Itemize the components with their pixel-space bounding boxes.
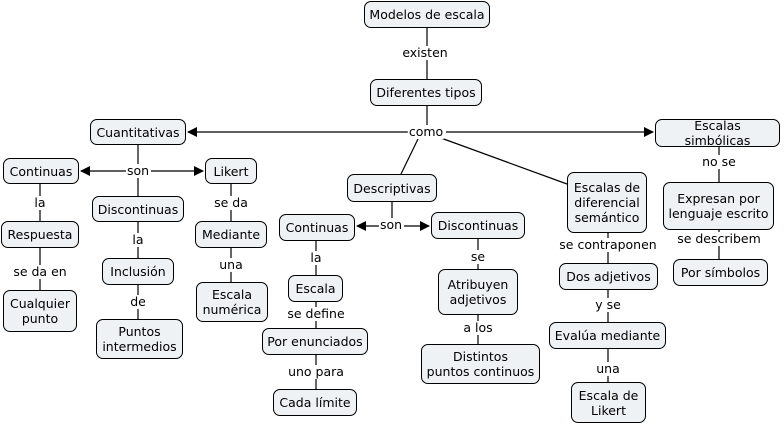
link-label-existen: existen bbox=[401, 45, 449, 60]
node-escala-numerica[interactable]: Escala numérica bbox=[196, 282, 268, 322]
node-evalua-mediante[interactable]: Evalúa mediante bbox=[549, 322, 666, 349]
node-diferentes-tipos[interactable]: Diferentes tipos bbox=[370, 79, 482, 106]
link-label-a-los: a los bbox=[462, 320, 494, 335]
link-label-se-contraponen: se contraponen bbox=[558, 237, 658, 252]
node-atribuyen-adjetivos[interactable]: Atribuyen adjetivos bbox=[438, 269, 518, 315]
node-respuesta[interactable]: Respuesta bbox=[1, 221, 79, 248]
link-label-no-se: no se bbox=[701, 154, 737, 169]
link-label-uno-para: uno para bbox=[287, 364, 345, 379]
link-label-son: son bbox=[378, 217, 404, 232]
link-label-la: la bbox=[309, 250, 323, 265]
link-como-descriptivas bbox=[400, 138, 419, 175]
link-como-diferencial bbox=[440, 137, 568, 185]
link-label-se-da-en: se da en bbox=[12, 264, 68, 279]
link-label-la: la bbox=[131, 232, 145, 247]
node-discontinuas-cuantitativas[interactable]: Discontinuas bbox=[92, 196, 184, 222]
node-escalas-simbolicas[interactable]: Escalas simbólicas bbox=[655, 118, 780, 148]
node-modelos-de-escala[interactable]: Modelos de escala bbox=[364, 1, 490, 28]
link-label-se-define: se define bbox=[286, 306, 346, 321]
link-label-son: son bbox=[125, 163, 151, 178]
node-cuantitativas[interactable]: Cuantitativas bbox=[90, 119, 186, 145]
node-escalas-diferencial-semantico[interactable]: Escalas de diferencial semántico bbox=[567, 172, 647, 233]
node-escala-de-likert[interactable]: Escala de Likert bbox=[571, 382, 646, 423]
link-label-se-da: se da bbox=[213, 195, 249, 210]
node-cualquier-punto[interactable]: Cualquier punto bbox=[3, 290, 77, 332]
node-descriptivas[interactable]: Descriptivas bbox=[347, 174, 437, 202]
link-label-la: la bbox=[33, 195, 47, 210]
node-puntos-intermedios[interactable]: Puntos intermedios bbox=[96, 319, 183, 359]
node-escala[interactable]: Escala bbox=[288, 275, 343, 302]
node-inclusion[interactable]: Inclusión bbox=[102, 258, 174, 285]
node-likert[interactable]: Likert bbox=[205, 158, 257, 184]
link-label-como: como bbox=[407, 124, 445, 139]
node-distintos-puntos-continuos[interactable]: Distintos puntos continuos bbox=[421, 344, 540, 384]
link-label-se: se bbox=[469, 249, 487, 264]
link-label-una: una bbox=[218, 257, 244, 272]
link-label-una: una bbox=[595, 361, 621, 376]
link-label-y-se: y se bbox=[594, 297, 622, 312]
link-label-se-describem: se describem bbox=[676, 231, 762, 246]
node-por-enunciados[interactable]: Por enunciados bbox=[262, 328, 368, 355]
node-continuas-cuantitativas[interactable]: Continuas bbox=[3, 158, 79, 184]
node-discontinuas-descriptivas[interactable]: Discontinuas bbox=[431, 212, 525, 239]
node-cada-limite[interactable]: Cada límite bbox=[273, 389, 357, 416]
node-expresan-lenguaje-escrito[interactable]: Expresan por lenguaje escrito bbox=[663, 182, 774, 230]
node-por-simbolos[interactable]: Por símbolos bbox=[673, 259, 768, 286]
node-mediante[interactable]: Mediante bbox=[195, 221, 267, 248]
node-dos-adjetivos[interactable]: Dos adjetivos bbox=[559, 263, 658, 290]
link-label-de: de bbox=[129, 294, 147, 309]
node-continuas-descriptivas[interactable]: Continuas bbox=[279, 214, 355, 241]
